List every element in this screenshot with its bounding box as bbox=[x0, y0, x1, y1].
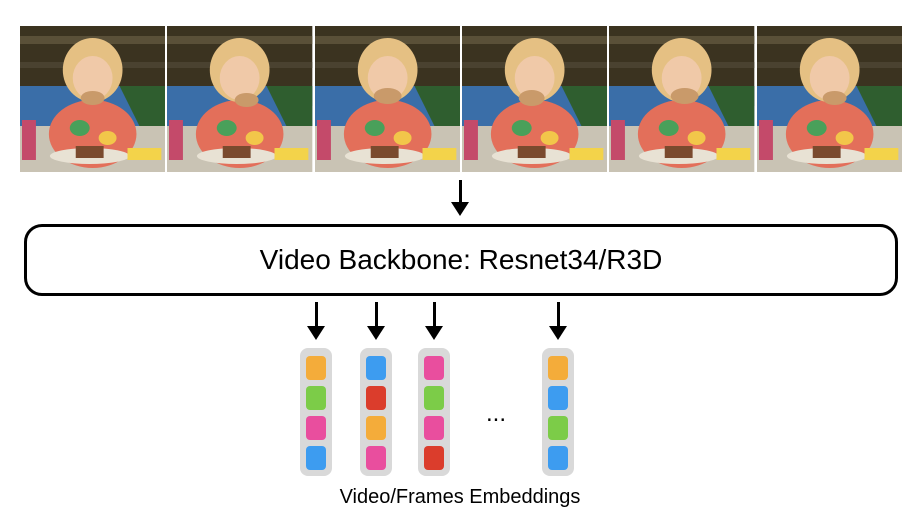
embedding-cell bbox=[366, 386, 386, 410]
video-frame bbox=[461, 26, 608, 172]
embedding-cell bbox=[366, 356, 386, 380]
video-filmstrip bbox=[20, 26, 902, 172]
embeddings-caption: Video/Frames Embeddings bbox=[339, 486, 581, 508]
embedding-cell bbox=[366, 446, 386, 470]
embedding-vector bbox=[418, 348, 450, 476]
embedding-vector bbox=[360, 348, 392, 476]
embedding-cell bbox=[424, 356, 444, 380]
video-frame bbox=[167, 26, 313, 172]
video-frame bbox=[20, 26, 166, 172]
embedding-cell bbox=[424, 416, 444, 440]
embedding-vector bbox=[542, 348, 574, 476]
backbone-label: Video Backbone: Resnet34/R3D bbox=[259, 244, 663, 275]
embedding-cell bbox=[424, 446, 444, 470]
embedding-cell bbox=[306, 356, 326, 380]
embedding-cell bbox=[306, 386, 326, 410]
embedding-cell bbox=[548, 446, 568, 470]
embedding-vector bbox=[300, 348, 332, 476]
embedding-cell bbox=[306, 446, 326, 470]
embedding-cell bbox=[548, 416, 568, 440]
embedding-cell bbox=[424, 386, 444, 410]
video-frame bbox=[756, 26, 902, 172]
video-frame bbox=[314, 26, 460, 172]
embedding-cell bbox=[548, 386, 568, 410]
embedding-cell bbox=[366, 416, 386, 440]
embedding-cell bbox=[306, 416, 326, 440]
video-backbone-box: Video Backbone: Resnet34/R3D bbox=[24, 224, 898, 296]
embedding-cell bbox=[548, 356, 568, 380]
ellipsis: ... bbox=[486, 400, 507, 427]
video-frame bbox=[609, 26, 755, 172]
